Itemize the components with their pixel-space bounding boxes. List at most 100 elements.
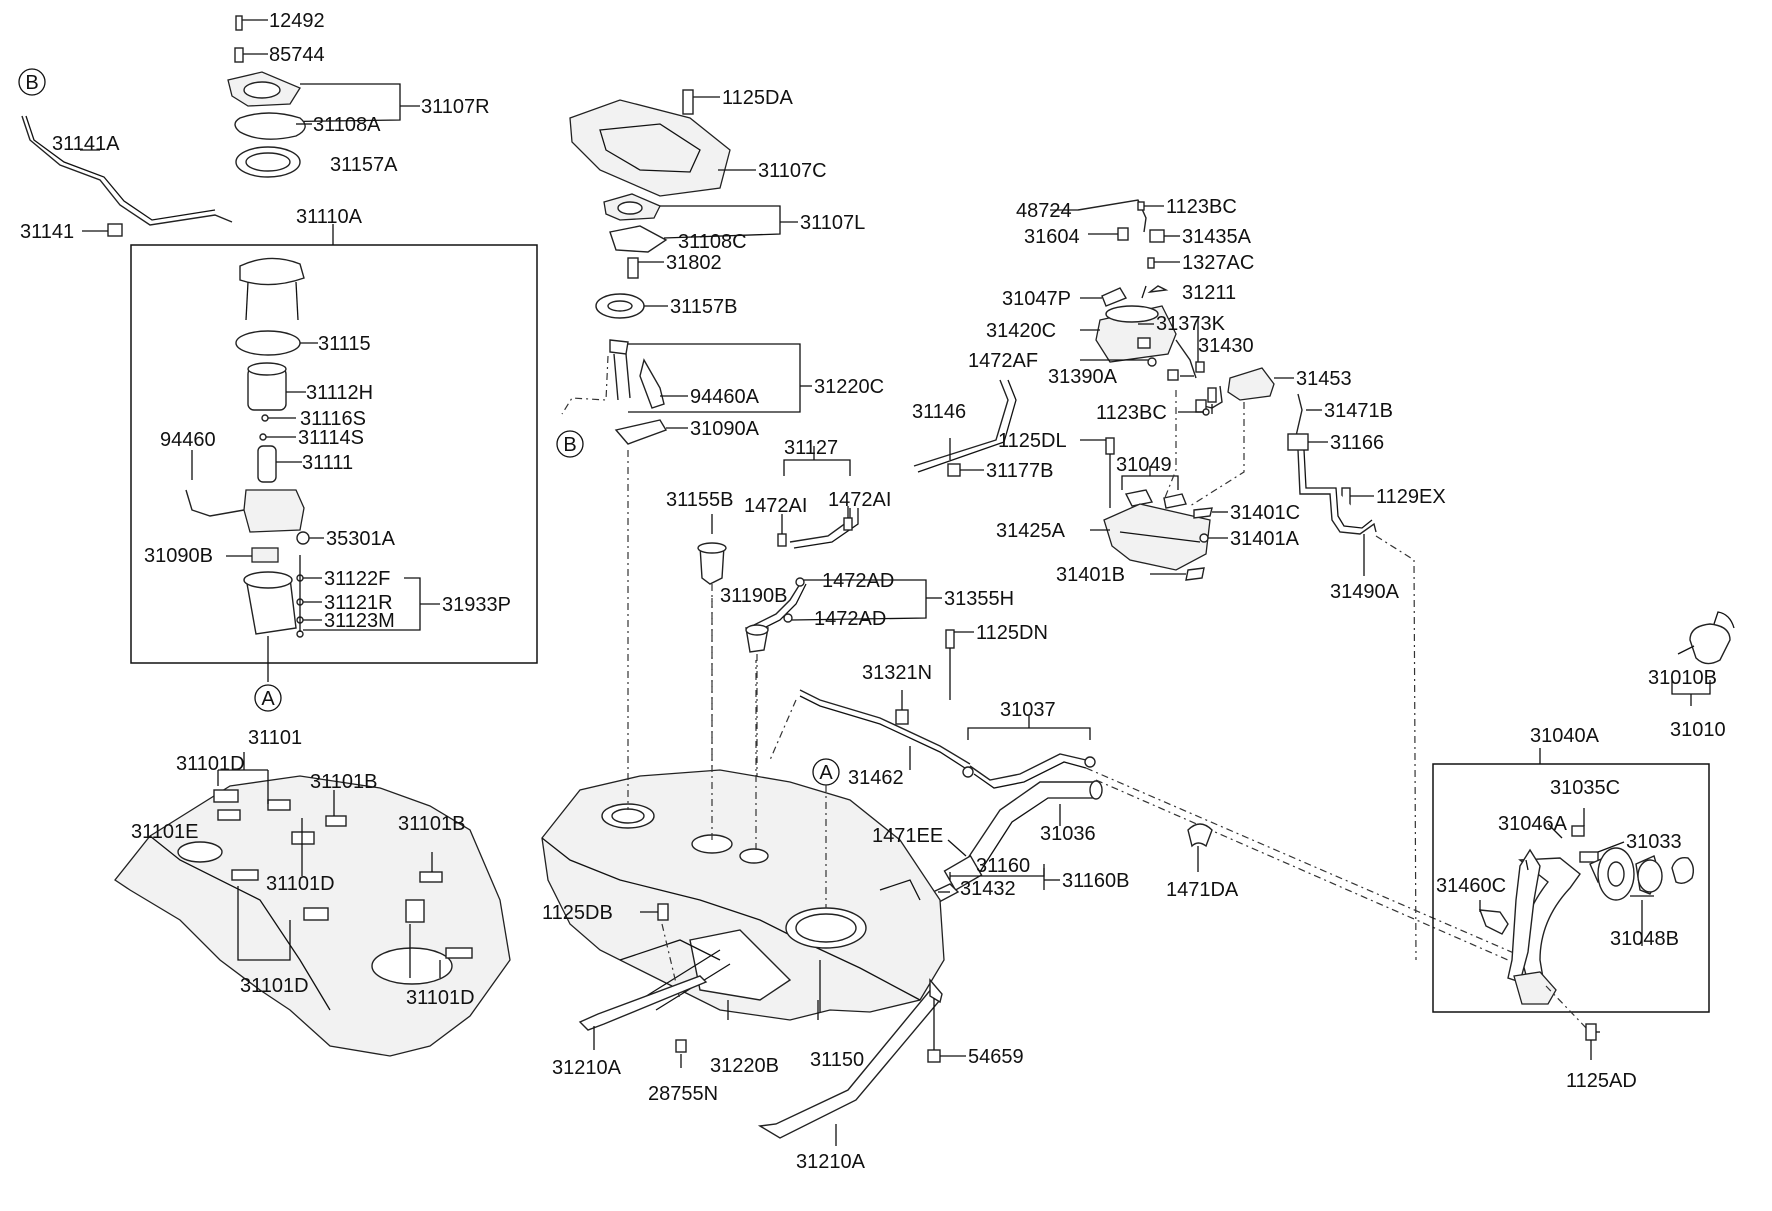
label-31049: 31049: [1116, 454, 1172, 476]
label-31033: 31033: [1626, 831, 1682, 853]
label-31155B: 31155B: [666, 489, 733, 511]
label-31101D-a: 31101D: [176, 753, 245, 775]
callout-markers: B A B A: [18, 68, 840, 786]
label-31160: 31160: [976, 855, 1030, 877]
label-1327AC: 1327AC: [1182, 252, 1254, 274]
label-31116S: 31116S: [300, 408, 366, 430]
label-31110A: 31110A: [296, 206, 363, 228]
pump-cover-plate-group: [569, 89, 798, 319]
label-1471EE: 1471EE: [872, 825, 943, 847]
label-94460A: 94460A: [690, 386, 760, 408]
label-28755N: 28755N: [648, 1083, 718, 1105]
callout-a-left: [254, 684, 282, 712]
clamp-1471DA: [1187, 823, 1213, 872]
label-31090B: 31090B: [144, 545, 213, 567]
label-31432: 31432: [960, 878, 1016, 900]
label-31101B-b: 31101B: [398, 813, 465, 835]
label-31108C: 31108C: [678, 231, 747, 253]
label-31211: 31211: [1182, 282, 1236, 304]
vapor-pipe-31490A: [1297, 449, 1417, 961]
label-31107C: 31107C: [758, 160, 827, 182]
label-31425A: 31425A: [996, 520, 1066, 542]
label-31166: 31166: [1330, 432, 1384, 454]
label-31036: 31036: [1040, 823, 1096, 845]
label-31146: 31146: [912, 401, 966, 423]
label-31453: 31453: [1296, 368, 1352, 390]
callout-b-top: [18, 68, 46, 96]
label-31040A: 31040A: [1530, 725, 1600, 747]
label-31115: 31115: [318, 333, 371, 355]
label-31321N: 31321N: [862, 662, 932, 684]
label-31035C: 31035C: [1550, 777, 1620, 799]
label-1125DN: 1125DN: [976, 622, 1048, 644]
label-31210A-a: 31210A: [552, 1057, 622, 1079]
label-31150: 31150: [810, 1049, 864, 1071]
label-1472AI-b: 1472AI: [828, 489, 891, 511]
label-31047P: 31047P: [1002, 288, 1071, 310]
label-1125AD: 1125AD: [1566, 1070, 1637, 1092]
label-31048B: 31048B: [1610, 928, 1679, 950]
callout-a-tank-text: A: [819, 762, 833, 784]
label-31157B: 31157B: [670, 296, 737, 318]
label-1129EX: 1129EX: [1376, 486, 1446, 508]
callout-a-left-text: A: [261, 688, 275, 710]
label-31101: 31101: [248, 727, 302, 749]
label-12492: 12492: [269, 10, 325, 32]
evap-canister-group: [1050, 199, 1328, 451]
vent-hoses-middle: [697, 379, 1017, 792]
label-31210A-b: 31210A: [796, 1151, 866, 1173]
fuel-tank-left-view: [114, 752, 511, 1057]
label-1472AF: 1472AF: [968, 350, 1038, 372]
label-31107L: 31107L: [800, 212, 865, 234]
label-31401A: 31401A: [1230, 528, 1300, 550]
label-31101E: 31101E: [131, 821, 198, 843]
label-31141: 31141: [20, 221, 74, 243]
pipe-31462: [769, 629, 974, 771]
fuel-cap-31010: [1671, 611, 1735, 706]
label-31101B-a: 31101B: [310, 771, 377, 793]
label-31046A: 31046A: [1498, 813, 1568, 835]
callout-b-mid: [556, 430, 584, 458]
label-31157A: 31157A: [330, 154, 398, 176]
label-1472AD-a: 1472AD: [822, 570, 894, 592]
label-31010B: 31010B: [1648, 667, 1717, 689]
label-31101D-d: 31101D: [406, 987, 475, 1009]
part-number-labels: 12492 85744 31107R 31108A 31157A 31141A …: [20, 10, 1726, 1173]
label-94460: 94460: [160, 429, 216, 451]
label-1125DA: 1125DA: [722, 87, 793, 109]
label-31355H: 31355H: [944, 588, 1014, 610]
canister-bracket-group: [1080, 390, 1245, 581]
fuel-feed-hose-31141A: [21, 115, 233, 237]
label-31101D-b: 31101D: [266, 873, 335, 895]
label-1472AI-a: 1472AI: [744, 495, 807, 517]
label-31462: 31462: [848, 767, 904, 789]
label-31010: 31010: [1670, 719, 1726, 741]
label-31933P: 31933P: [442, 594, 511, 616]
label-54659: 54659: [968, 1046, 1024, 1068]
label-31435A: 31435A: [1182, 226, 1252, 248]
label-31190B: 31190B: [720, 585, 787, 607]
label-31220C: 31220C: [814, 376, 884, 398]
label-1123BC-a: 1123BC: [1166, 196, 1237, 218]
label-31122F: 31122F: [324, 568, 390, 590]
callout-b-mid-text: B: [563, 434, 576, 456]
label-31090A: 31090A: [690, 418, 760, 440]
label-31490A: 31490A: [1330, 581, 1400, 603]
dashed-guide-filler: [1095, 779, 1541, 975]
label-1472AD-b: 1472AD: [814, 608, 886, 630]
label-31107R: 31107R: [421, 96, 490, 118]
label-31121R: 31121R: [324, 592, 393, 614]
label-31373K: 31373K: [1156, 313, 1226, 335]
label-31220B: 31220B: [710, 1055, 779, 1077]
label-31160B: 31160B: [1062, 870, 1129, 892]
callout-b-top-text: B: [25, 72, 38, 94]
tank-straps: [578, 975, 966, 1146]
label-31111: 31111: [302, 452, 353, 474]
label-31101D-c: 31101D: [240, 975, 309, 997]
label-31037: 31037: [1000, 699, 1056, 721]
label-31114S: 31114S: [298, 427, 364, 449]
label-1125DL: 1125DL: [998, 430, 1067, 452]
label-31460C: 31460C: [1436, 875, 1506, 897]
label-31177B: 31177B: [986, 460, 1053, 482]
